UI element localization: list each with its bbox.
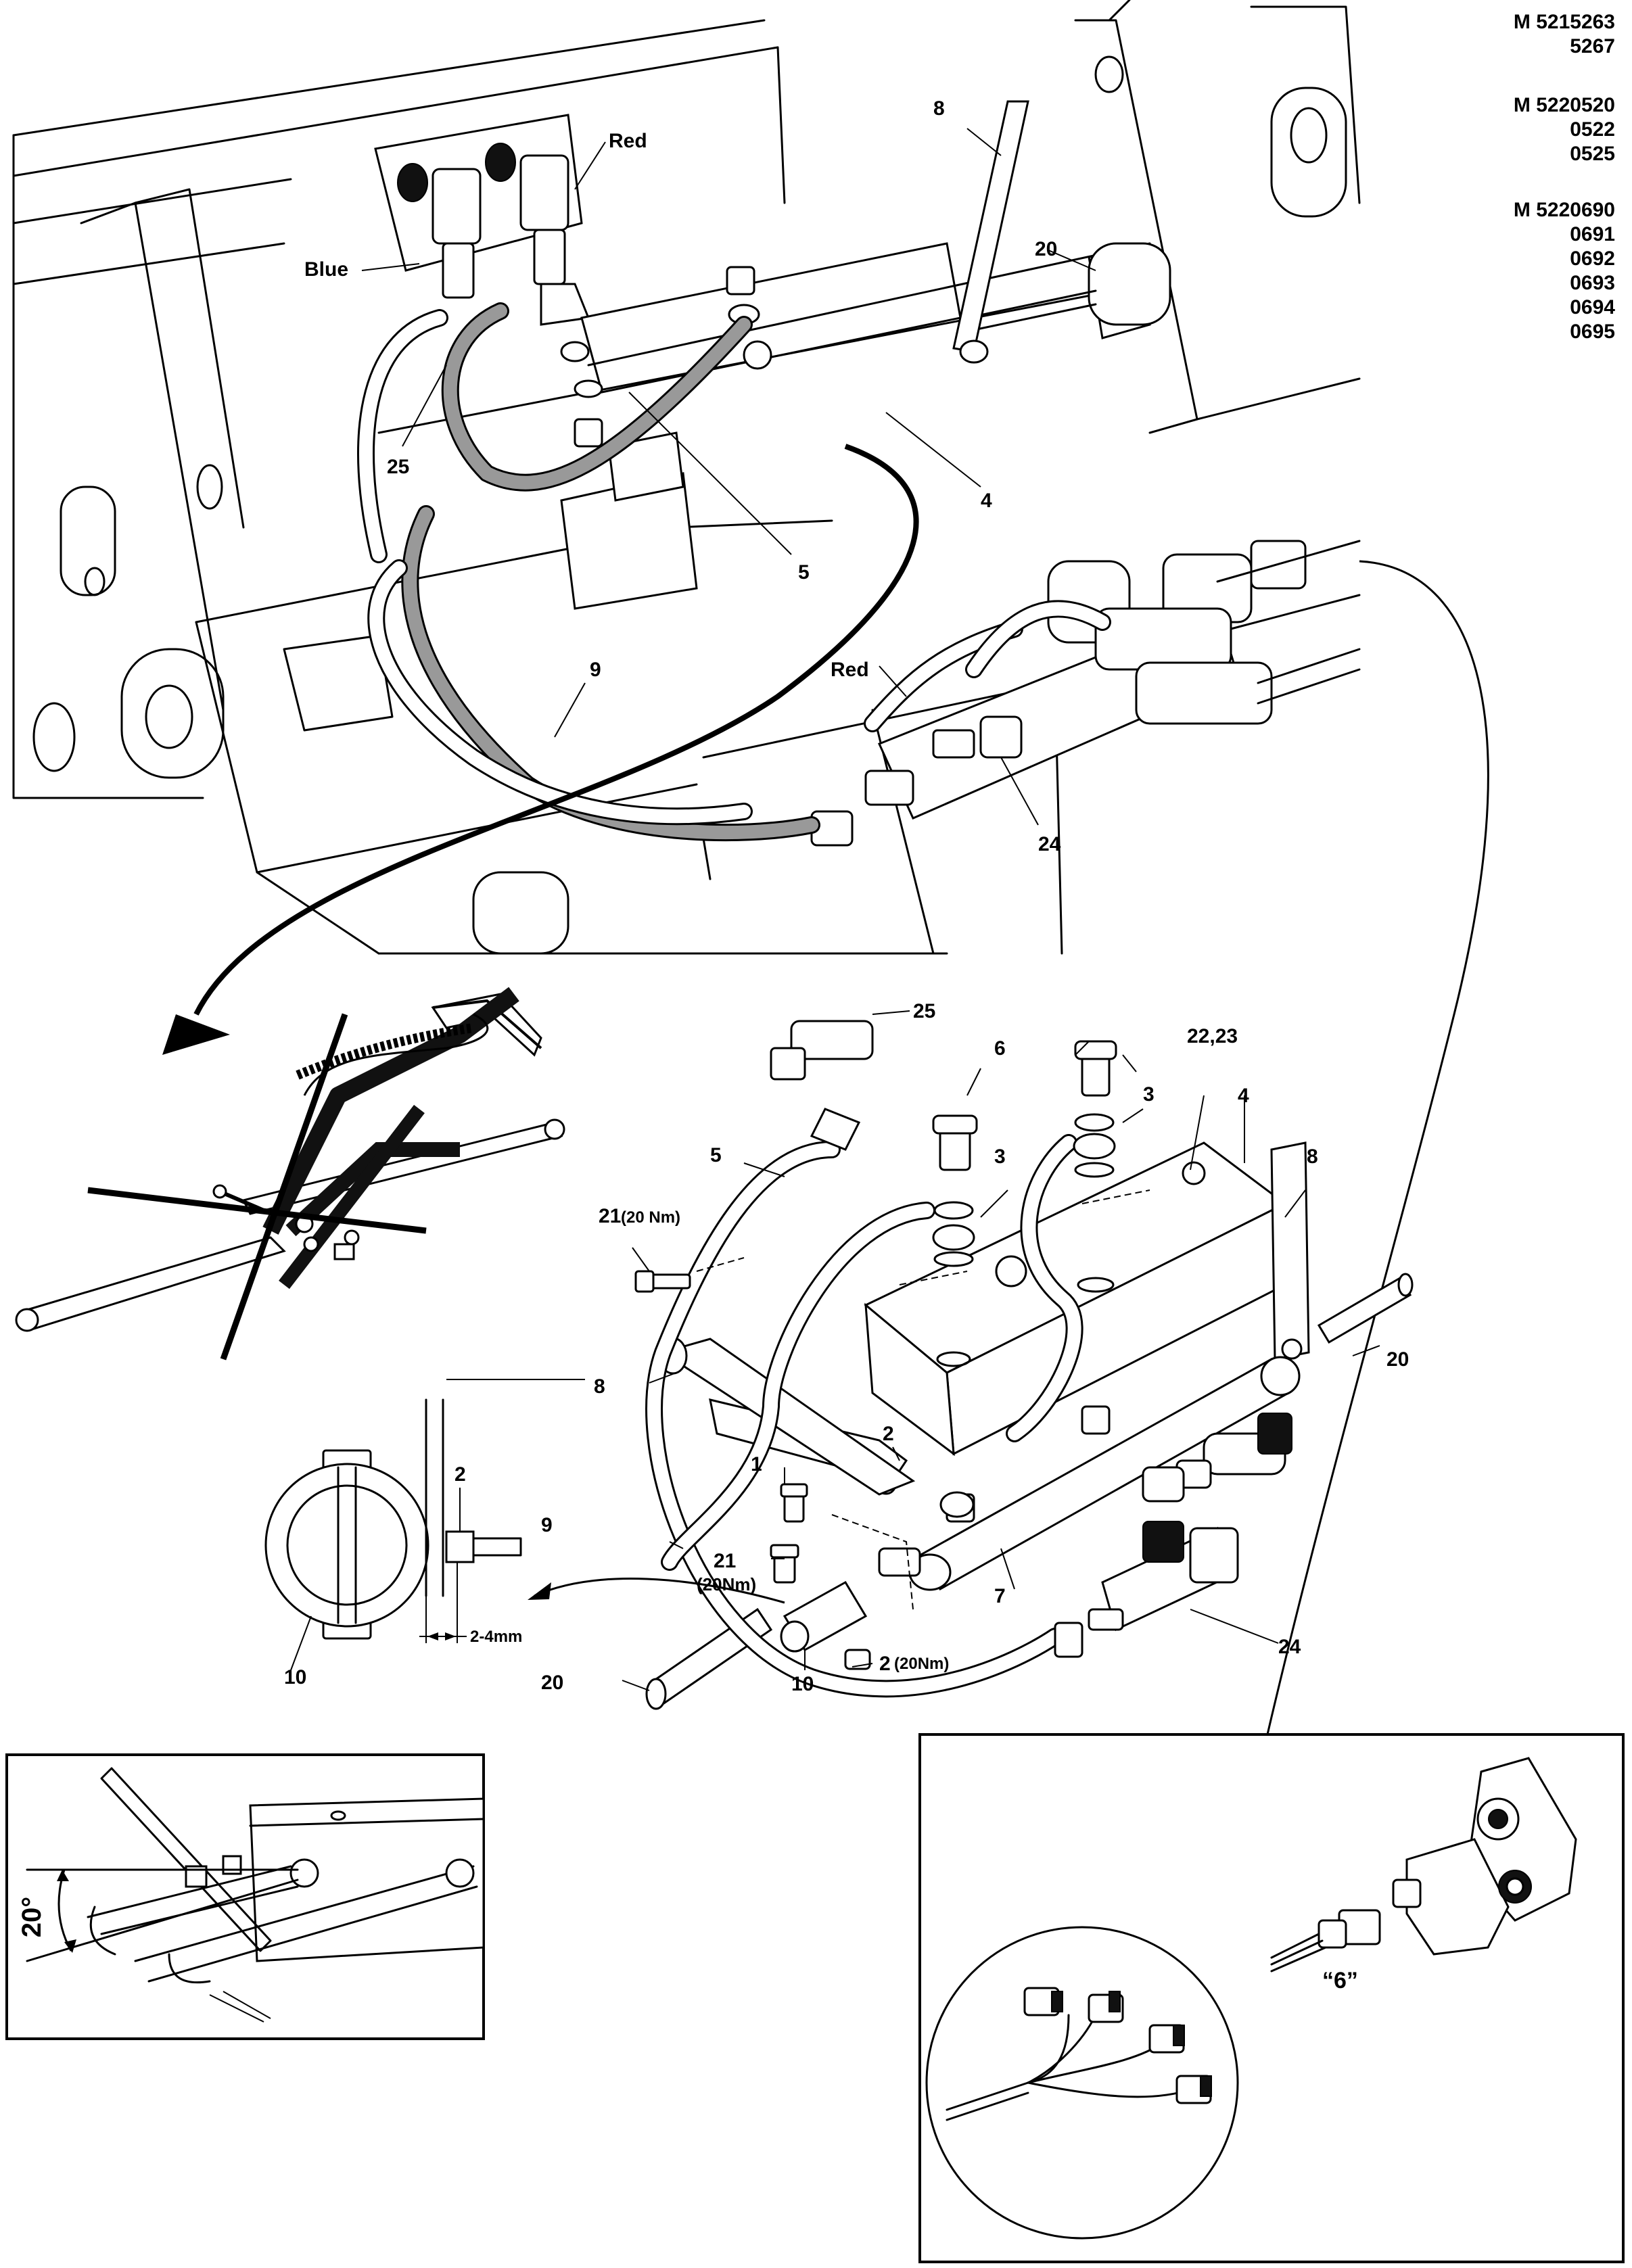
label-3a: 3	[1143, 1083, 1155, 1106]
label-10-detail: 10	[284, 1666, 306, 1688]
label-25: 25	[913, 1000, 935, 1022]
obsolete-linkage	[15, 987, 565, 1361]
part-number-3e: 0694	[1570, 296, 1615, 318]
part-number-2a: M 5220520	[1514, 94, 1615, 116]
part-number-3f: 0695	[1570, 321, 1615, 343]
machine-frame-illustration	[12, 0, 1361, 955]
label-blue: Blue	[304, 258, 348, 281]
label-21b-torque: (20Nm)	[697, 1574, 756, 1594]
label-5-top: 5	[798, 561, 810, 584]
label-gap: 2-4mm	[470, 1628, 522, 1646]
label-4-top: 4	[981, 490, 992, 512]
label-9-top: 9	[590, 659, 601, 681]
label-21: 21	[599, 1205, 621, 1227]
label-connector-6: “6”	[1322, 1968, 1358, 1993]
label-1: 1	[751, 1453, 762, 1475]
label-25-top: 25	[387, 456, 409, 478]
label-8-detail: 8	[594, 1375, 605, 1398]
part-number-3d: 0693	[1570, 272, 1615, 294]
label-20-bottom: 20	[541, 1672, 563, 1694]
part-number-1a: M 5215263	[1514, 11, 1615, 33]
label-2: 2	[883, 1423, 894, 1445]
label-6: 6	[994, 1037, 1006, 1060]
label-4: 4	[1238, 1085, 1249, 1107]
part-number-3a: M 5220690	[1514, 199, 1615, 221]
label-21-torque: (20 Nm)	[621, 1208, 680, 1227]
connector-detail-box	[918, 1733, 1625, 2263]
label-24-top: 24	[1038, 833, 1061, 855]
removal-arrow	[162, 444, 919, 1055]
label-21b: 21	[714, 1550, 736, 1572]
top-leader-lines	[361, 128, 1096, 826]
label-20-right: 20	[1386, 1348, 1409, 1371]
label-20-top: 20	[1035, 238, 1057, 260]
part-number-2c: 0525	[1570, 143, 1615, 165]
label-24: 24	[1278, 1636, 1301, 1658]
label-2-detail: 2	[454, 1463, 466, 1486]
label-8: 8	[1307, 1145, 1318, 1168]
label-9: 9	[541, 1514, 553, 1536]
exploded-assembly	[528, 1010, 1414, 1710]
label-red-top: Red	[609, 130, 647, 152]
angle-detail-box	[5, 1753, 485, 2040]
label-red-valve: Red	[831, 659, 869, 681]
label-2b-torque: (20Nm)	[894, 1655, 949, 1673]
label-5: 5	[710, 1144, 722, 1166]
label-8-top: 8	[933, 97, 945, 120]
label-angle: 20°	[17, 1897, 47, 1938]
label-2b: 2	[879, 1653, 891, 1675]
label-22-23: 22,23	[1187, 1025, 1238, 1047]
part-number-2b: 0522	[1570, 118, 1615, 141]
part-number-3c: 0692	[1570, 247, 1615, 270]
part-number-3b: 0691	[1570, 223, 1615, 245]
label-7: 7	[994, 1585, 1006, 1607]
label-10: 10	[791, 1673, 814, 1695]
part-number-block: M 5215263 5267 M 5220520 0522 0525 M 522…	[1514, 11, 1615, 343]
label-3b: 3	[994, 1145, 1006, 1168]
clamp-detail	[264, 1379, 585, 1671]
part-number-1b: 5267	[1570, 35, 1615, 57]
